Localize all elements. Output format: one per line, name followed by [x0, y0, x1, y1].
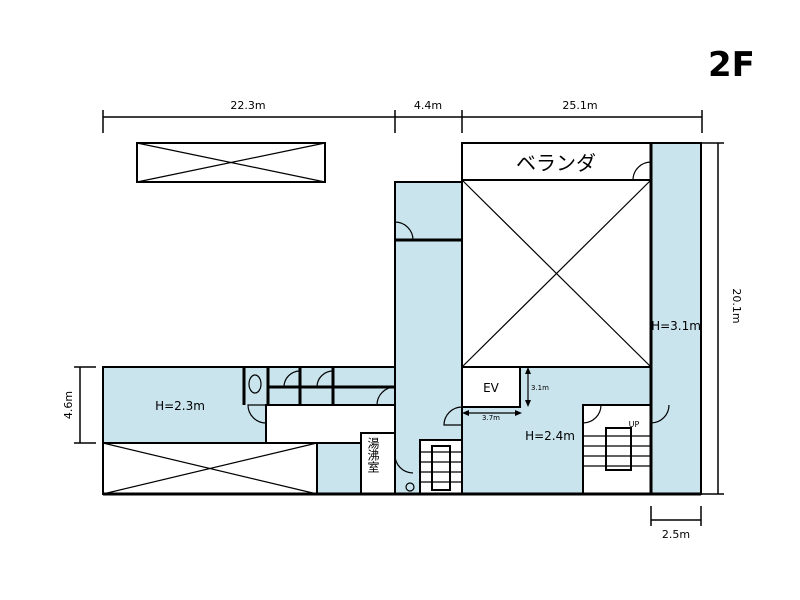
- void-top-left: [136, 142, 326, 183]
- ev-width-arrow: [462, 410, 522, 416]
- dim-left-height: 4.6m: [62, 391, 75, 419]
- storage-room: [360, 432, 396, 495]
- dim-top-left: 22.3m: [230, 99, 265, 112]
- door-swings: [247, 161, 670, 474]
- dim-top-mid: 4.4m: [414, 99, 442, 112]
- bottom-dimension-line: [650, 506, 702, 526]
- stair-up-label: UP: [629, 420, 640, 429]
- right-corridor-height: H=3.1m: [651, 319, 701, 333]
- top-dimension-line: [102, 110, 703, 133]
- bottom-strip: [316, 442, 362, 495]
- floor-label: 2F: [708, 45, 755, 85]
- small-stair: [405, 439, 463, 495]
- veranda-label: ベランダ: [516, 151, 596, 175]
- right-dimension-line: [700, 142, 724, 495]
- ev-depth-arrow: [525, 367, 531, 407]
- dim-right-height: 20.1m: [730, 288, 743, 323]
- center-hall-height: H=2.4m: [525, 429, 575, 443]
- ev-depth-label: 3.1m: [531, 384, 549, 392]
- elevator-room: [461, 366, 521, 408]
- void-bottom-left: [102, 442, 318, 495]
- dim-bottom-right: 2.5m: [662, 528, 690, 541]
- elevator-label: EV: [483, 381, 500, 395]
- left-room-height: H=2.3m: [155, 399, 205, 413]
- ev-width-label: 3.7m: [482, 414, 500, 422]
- dim-top-right: 25.1m: [562, 99, 597, 112]
- outer-walls: [103, 143, 701, 496]
- void-center: [461, 179, 652, 368]
- left-dimension-line: [74, 366, 96, 444]
- storage-label: 湯沸室: [366, 437, 380, 473]
- main-stair: [582, 404, 652, 495]
